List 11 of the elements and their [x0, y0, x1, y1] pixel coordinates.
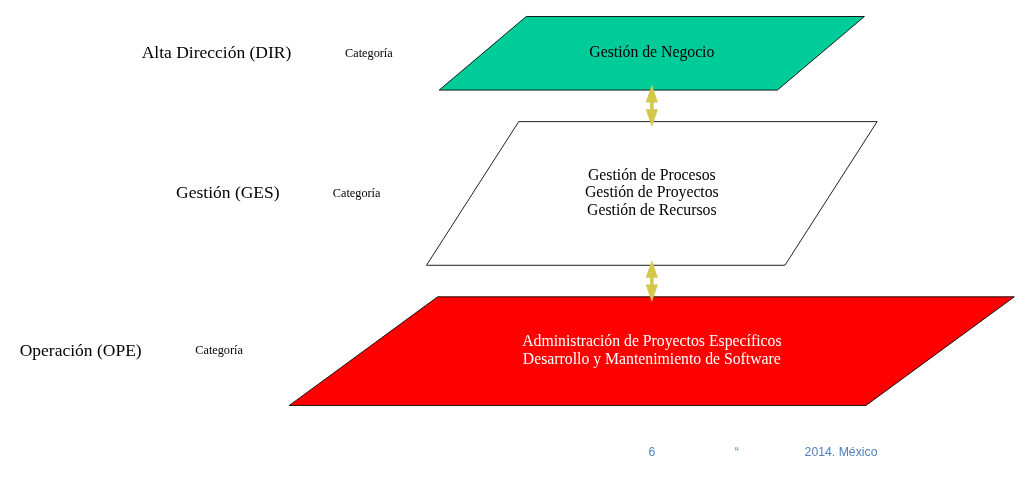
label: “: [734, 444, 739, 459]
arrow: [645, 259, 658, 302]
node-label: Categoría: [194, 342, 243, 357]
node-label: Categoría: [344, 45, 393, 60]
label: 2014. México: [804, 444, 877, 459]
arrow: [645, 84, 658, 127]
node-label: Categoría: [332, 185, 380, 200]
label: 6: [647, 444, 655, 459]
node-label: Alta Dirección (DIR): [141, 41, 291, 62]
node-label: Gestión (GES): [175, 181, 280, 202]
node-label: Operación (OPE): [19, 339, 142, 359]
